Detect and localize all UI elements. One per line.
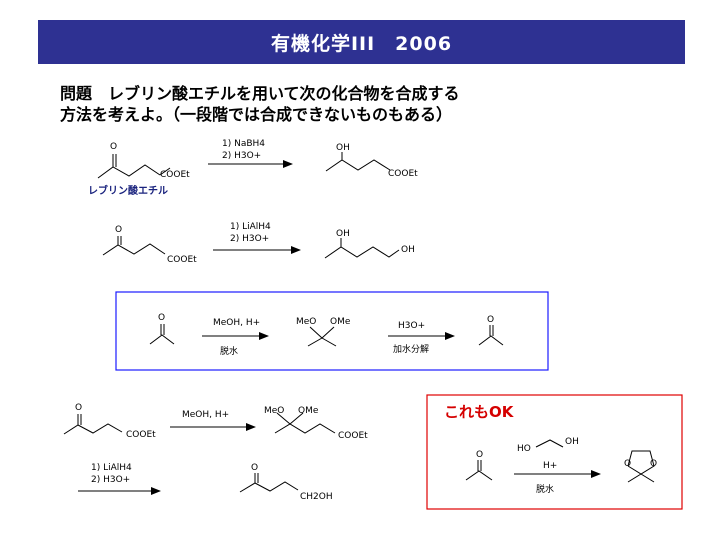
box-hydrolysis-arrow: H3O+ 加水分解 — [388, 321, 455, 355]
rxn1-oxygen-label: O — [110, 142, 117, 152]
box-regenerated-oxygen: O — [487, 315, 494, 325]
box-reagent-h3o: H3O+ — [398, 321, 425, 331]
rxn1-reagent-1: 1) NaBH4 — [222, 139, 265, 149]
alt-diol-hydroxyl-2: OH — [565, 437, 579, 447]
box-acetone-oxygen: O — [158, 313, 165, 323]
protection-scheme-box — [115, 291, 549, 371]
rxn3-final-product: O CH2OH — [239, 463, 333, 502]
box-acetone-regenerated: O — [478, 315, 504, 346]
box-dehydration: 脱水 — [220, 345, 238, 357]
rxn1-arrow: 1) NaBH4 2) H3O+ — [208, 139, 293, 168]
alt-acetone: O — [465, 450, 493, 481]
question-text: 問題 レブリン酸エチルを用いて次の化合物を合成する 方法を考えよ。（一段階では合… — [60, 83, 660, 125]
rxn3-starting-material: O COOEt — [63, 403, 156, 440]
rxn1-product-ester: COOEt — [388, 169, 418, 179]
rxn2-ester-label: COOEt — [167, 255, 197, 265]
question-line-2: 方法を考えよ。（一段階では合成できないものもある） — [60, 105, 453, 124]
alt-ring-oxygen-1: O — [624, 459, 631, 469]
rxn3-ketal-ester-label: COOEt — [338, 431, 368, 441]
rxn3-final-oxygen: O — [251, 463, 258, 473]
rxn3-ketal-ester: MeO OMe COOEt — [264, 406, 368, 441]
rxn1-product-hydroxyl: OH — [336, 143, 350, 153]
rxn3-ester-label: COOEt — [126, 430, 156, 440]
box-hydrolysis: 加水分解 — [393, 343, 429, 355]
rxn3-ketal-methoxy-2: OMe — [298, 406, 319, 416]
rxn2-product-hydroxyl-2: OH — [401, 245, 415, 255]
alt-dioxolane: O O — [624, 450, 657, 483]
rxn1-product: OH COOEt — [325, 143, 418, 179]
rxn3-reagent-meoh: MeOH, H+ — [182, 410, 229, 420]
alt-acetone-oxygen: O — [476, 450, 483, 460]
alt-diol-hydroxyl-1: HO — [517, 444, 531, 454]
box-acetone: O — [149, 313, 175, 345]
rxn3-ketalization-arrow: MeOH, H+ — [170, 410, 256, 431]
box-reagent-meoh: MeOH, H+ — [213, 318, 260, 328]
page-title: 有機化学III 2006 — [270, 32, 453, 55]
alt-ring-oxygen-2: O — [650, 459, 657, 469]
rxn3-reagent-h3o: 2) H3O+ — [91, 475, 130, 485]
rxn2-product: OH OH — [324, 229, 415, 259]
rxn1-starting-material: O COOEt レブリン酸エチル — [88, 142, 190, 197]
rxn2-reagent-1: 1) LiAlH4 — [230, 222, 271, 232]
box-ketal: MeO OMe — [296, 317, 351, 347]
rxn2-oxygen-label: O — [115, 225, 122, 235]
rxn3-reagent-lialh4: 1) LiAlH4 — [91, 463, 132, 473]
alt-acid-catalyst: H+ — [543, 461, 557, 471]
alternative-heading: これもOK — [444, 403, 515, 421]
rxn1-ester-label: COOEt — [160, 170, 190, 180]
box-ketal-methoxy-2: OMe — [330, 317, 351, 327]
alt-dehydration: 脱水 — [536, 483, 554, 495]
rxn2-arrow: 1) LiAlH4 2) H3O+ — [213, 222, 301, 254]
box-ketalization-arrow: MeOH, H+ 脱水 — [202, 318, 269, 357]
rxn3-ketal-methoxy-1: MeO — [264, 406, 284, 416]
rxn2-reagent-2: 2) H3O+ — [230, 234, 269, 244]
starting-material-name: レブリン酸エチル — [88, 184, 168, 197]
rxn2-starting-material: O COOEt — [102, 225, 197, 265]
rxn3-final-hydroxymethyl: CH2OH — [300, 492, 333, 502]
title-bar: 有機化学III 2006 — [38, 20, 685, 64]
rxn2-product-hydroxyl-1: OH — [336, 229, 350, 239]
rxn3-reduction-arrow: 1) LiAlH4 2) H3O+ — [78, 463, 161, 495]
alt-arrow: H+ 脱水 — [514, 461, 601, 495]
rxn3-oxygen-label: O — [75, 403, 82, 413]
box-ketal-methoxy-1: MeO — [296, 317, 316, 327]
alternative-box — [426, 394, 683, 510]
rxn1-reagent-2: 2) H3O+ — [222, 151, 261, 161]
question-line-1: 問題 レブリン酸エチルを用いて次の化合物を合成する — [60, 84, 460, 103]
alt-ethylene-glycol: HO OH — [517, 437, 579, 454]
